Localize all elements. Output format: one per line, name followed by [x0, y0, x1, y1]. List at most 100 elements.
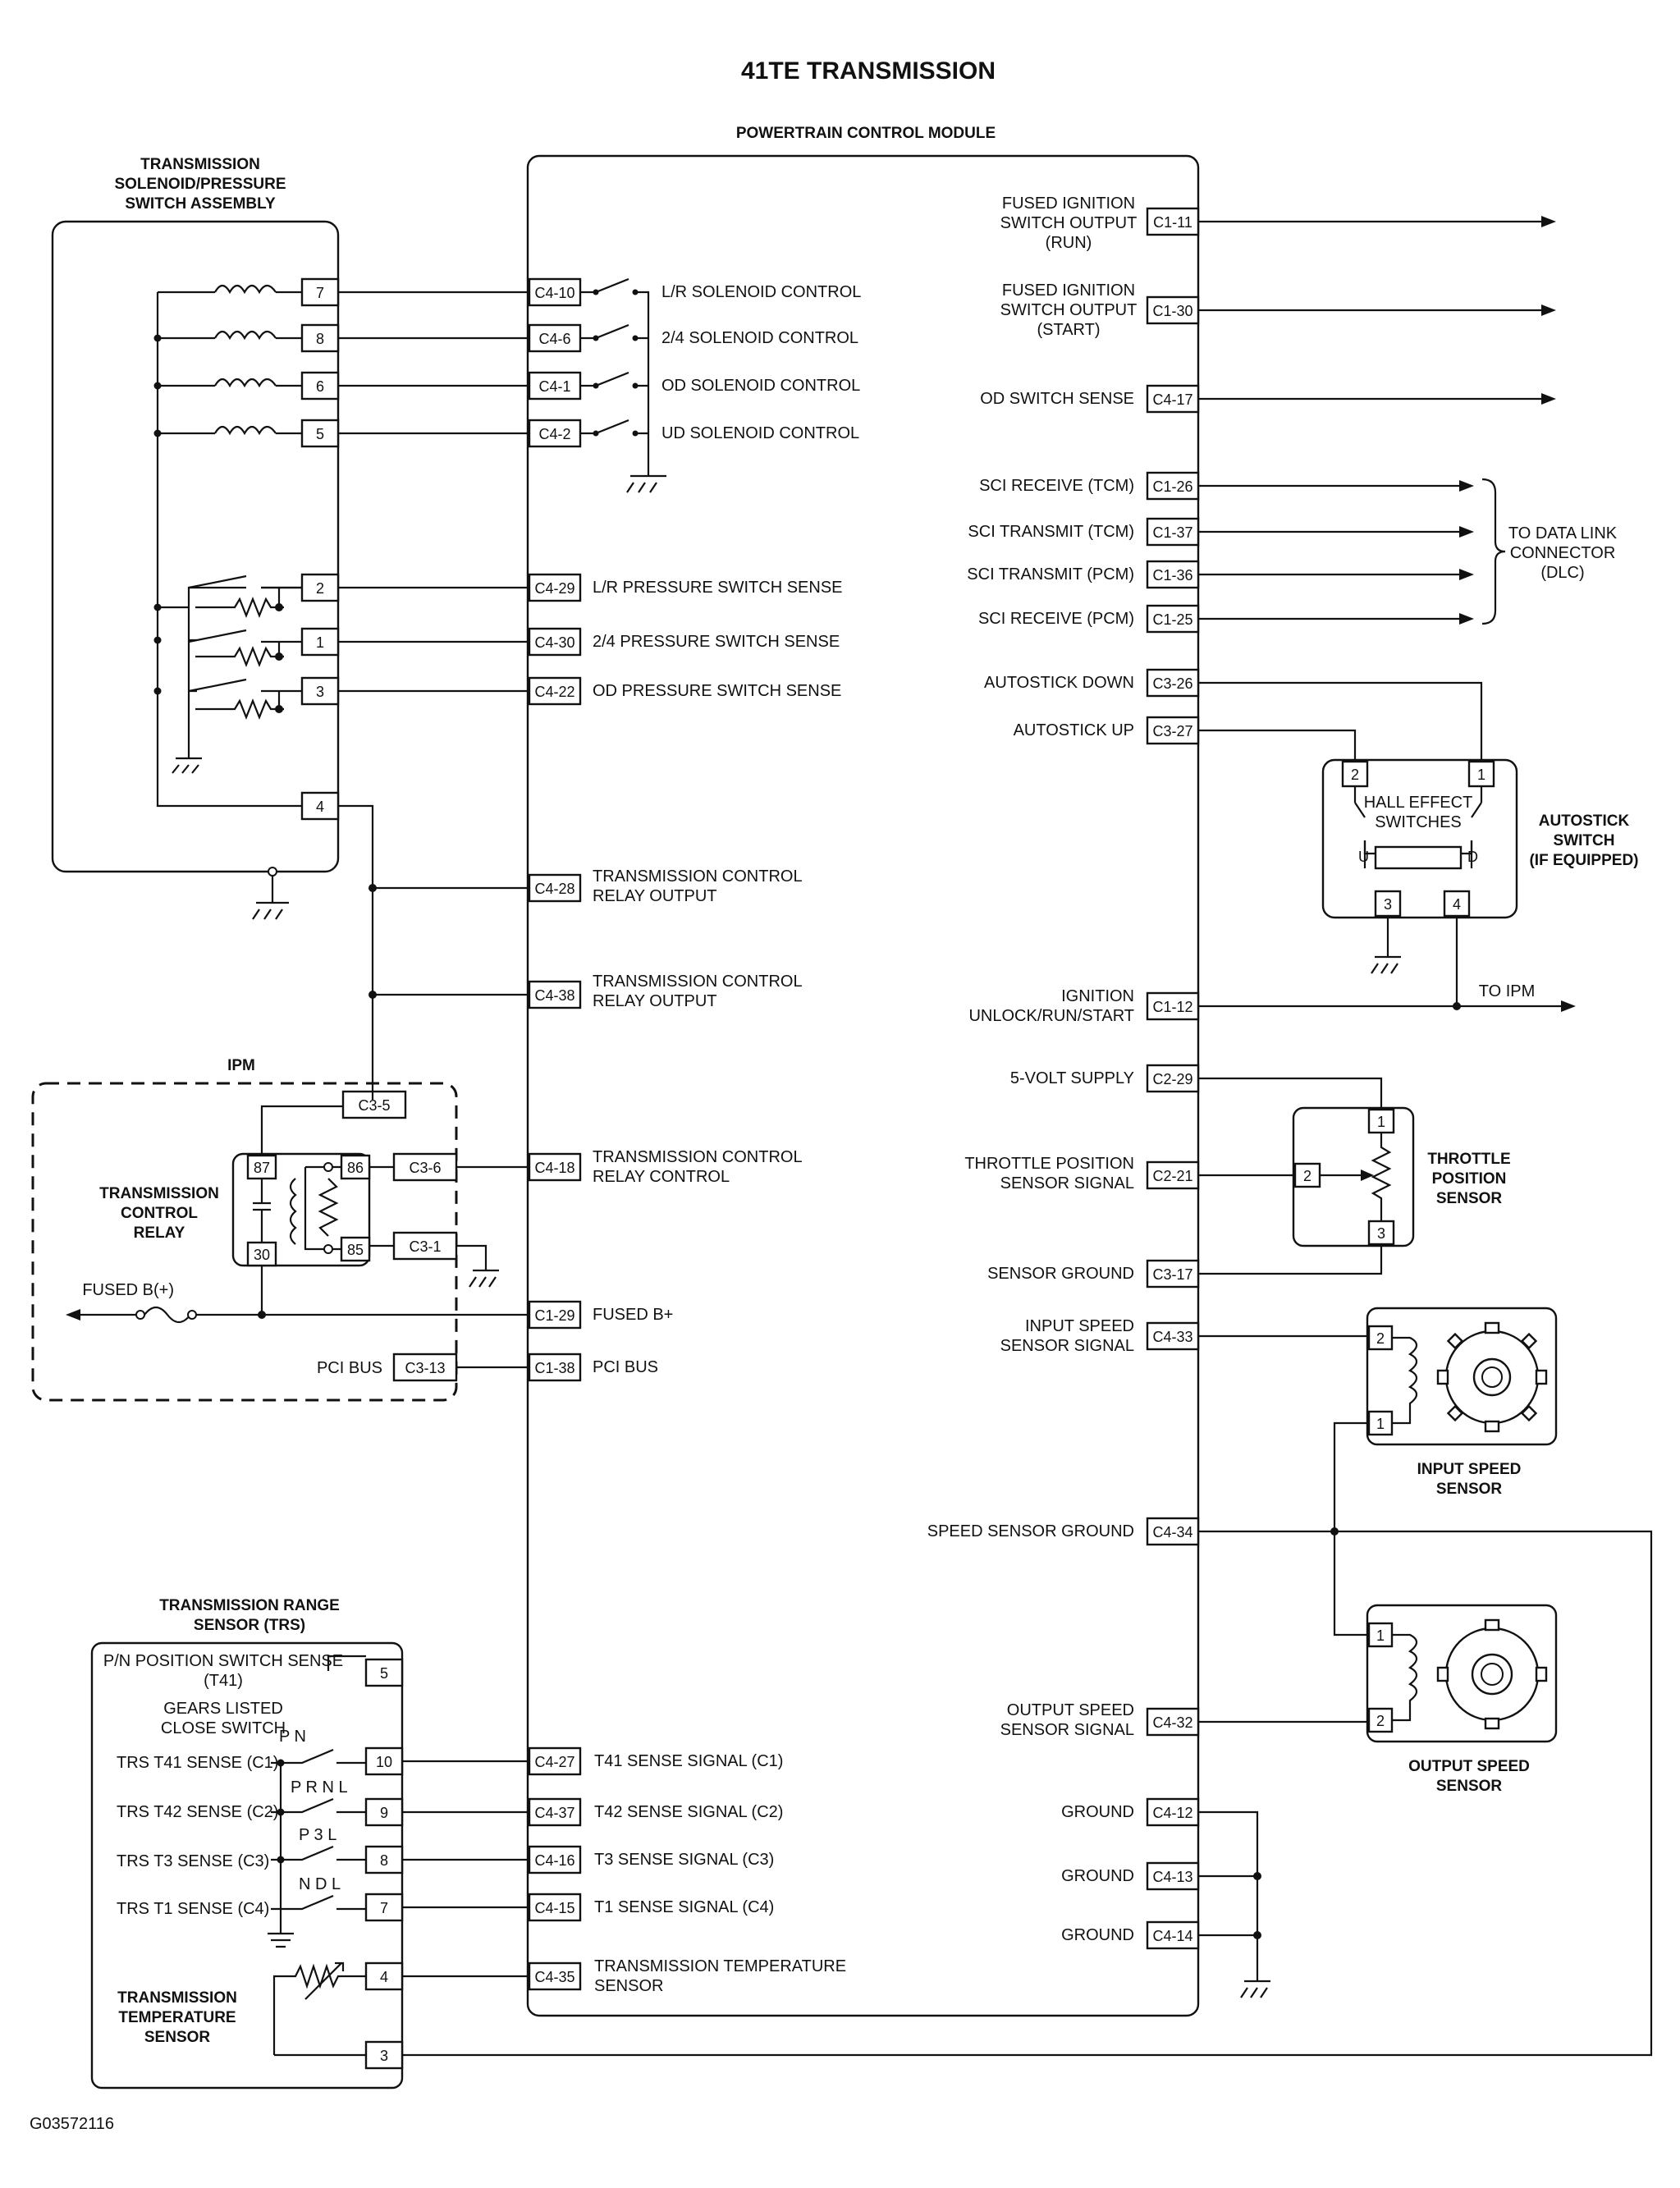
pcm-pin-label: C1-26	[1152, 478, 1192, 495]
trs-block: TRANSMISSION RANGE SENSOR (TRS) P/N POSI…	[90, 1597, 404, 2090]
pcm-pin-label: C1-11	[1153, 214, 1192, 231]
relay-label-1: TRANSMISSION	[99, 1185, 219, 1202]
pcm-pin-c1-30: C1-30 FUSED IGNITION SWITCH OUTPUT (STAR…	[1000, 282, 1200, 339]
pcm-pin-label: C2-21	[1152, 1168, 1192, 1184]
hall-effect-line-2: SWITCHES	[1375, 813, 1462, 831]
pcm-pin-label: C3-27	[1152, 723, 1192, 739]
pcm-pin-label: C4-6	[538, 331, 570, 347]
trs-pin-10	[364, 1746, 404, 1776]
ipm-label: IPM	[227, 1057, 255, 1074]
pcm-pin-desc: FUSED IGNITION	[1002, 282, 1135, 300]
pcm-pin-c4-15: C4-15 T1 SENSE SIGNAL (C4)	[528, 1893, 774, 1922]
trs-row-t3: TRS T3 SENSE (C3)	[117, 1852, 269, 1870]
pcm-pin-desc: SENSOR GROUND	[987, 1265, 1134, 1283]
pcm-pin-desc: T3 SENSE SIGNAL (C3)	[594, 1851, 774, 1869]
trs-title-1: TRANSMISSION RANGE	[159, 1597, 340, 1614]
trs-pin-9	[364, 1797, 404, 1827]
pcm-pin-label: C4-13	[1152, 1869, 1192, 1885]
solenoid-wires	[338, 291, 529, 1100]
pcm-pin-label: C4-33	[1152, 1329, 1192, 1345]
pcm-pin-label: C4-12	[1152, 1805, 1192, 1821]
relay-label-3: RELAY	[134, 1224, 185, 1242]
pcm-pin-desc: 5-VOLT SUPPLY	[1010, 1069, 1134, 1087]
pcm-pin-label: C1-25	[1152, 611, 1192, 628]
pcm-pin-desc: TRANSMISSION CONTROL	[593, 973, 803, 991]
pcm-pin-label: C4-29	[534, 580, 574, 597]
pcm-pin-label: C4-32	[1152, 1714, 1192, 1731]
pcm-pin-label: C4-38	[534, 987, 574, 1004]
autostick-box	[1321, 758, 1518, 919]
pcm-pin-desc: FUSED IGNITION	[1002, 195, 1135, 213]
tps-pin-1: 1	[1377, 1114, 1385, 1130]
sol-pin-5-label: 5	[316, 426, 324, 442]
pcm-pin-desc: AUTOSTICK UP	[1014, 721, 1134, 739]
trs-wires	[402, 1530, 1653, 2057]
pressure-switches	[153, 574, 302, 774]
sol-pin-5	[300, 419, 340, 448]
ipm-conn-c3-5-label: C3-5	[358, 1097, 390, 1114]
autostick-pin-2: 2	[1351, 767, 1359, 783]
output-arrows	[1198, 216, 1556, 625]
pcm-pin-c1-11: C1-11 FUSED IGNITION SWITCH OUTPUT (RUN)	[1000, 195, 1200, 252]
pcm-pin-c2-29: C2-295-VOLT SUPPLY	[1010, 1064, 1200, 1093]
pcm-pin-label: C4-15	[534, 1900, 574, 1916]
pcm-pin-desc-2: SENSOR	[594, 1977, 663, 1995]
sol-pin-3	[300, 676, 340, 706]
sol-pin-8-label: 8	[316, 331, 324, 347]
trs-pin-7	[364, 1893, 404, 1922]
pcm-pin-desc: PCI BUS	[593, 1358, 658, 1376]
pcm-pin-label: C4-35	[534, 1969, 574, 1985]
input-speed-pin-1: 1	[1376, 1416, 1385, 1432]
pcm-pin-label: C1-38	[534, 1360, 574, 1376]
pcm-pin-desc-2: UNLOCK/RUN/START	[968, 1007, 1134, 1025]
trs-pin-8-label: 8	[380, 1852, 388, 1869]
trs-row-t41: TRS T41 SENSE (C1)	[117, 1754, 278, 1772]
trs-pin-7-label: 7	[380, 1900, 388, 1916]
pcm-pin-desc-3: (RUN)	[1046, 234, 1092, 252]
output-speed-title-1: OUTPUT SPEED	[1408, 1758, 1530, 1775]
temp-sensor-line-1: TRANSMISSION	[117, 1989, 237, 2007]
pcm-pin-desc: IGNITION	[1061, 987, 1134, 1005]
output-speed-pin-2: 2	[1376, 1713, 1385, 1729]
ipm-block: IPM TRANSMISSION CONTROL RELAY 87 30 86 …	[31, 1057, 529, 1402]
dlc-line-1: TO DATA LINK	[1508, 524, 1618, 542]
pcm-pin-desc: TRANSMISSION CONTROL	[593, 1148, 803, 1166]
trs-pin-8	[364, 1845, 404, 1874]
autostick-pin-3: 3	[1384, 896, 1392, 913]
pcm-pin-label: C4-34	[1152, 1524, 1192, 1540]
pcm-pin-label: C4-10	[534, 285, 574, 301]
pcm-pin-label: C4-28	[534, 881, 574, 897]
trs-pin-10-label: 10	[376, 1754, 392, 1770]
relay-pin-30: 30	[254, 1247, 270, 1263]
pcm-pin-desc-2: SENSOR SIGNAL	[1000, 1337, 1134, 1355]
ipm-conn-c3-13	[392, 1353, 458, 1382]
pcm-pin-label: C4-27	[534, 1754, 574, 1770]
pcm-pin-desc: SCI RECEIVE (PCM)	[978, 610, 1134, 628]
pcm-pin-label: C4-2	[538, 426, 570, 442]
pcm-pin-desc: TRANSMISSION TEMPERATURE	[594, 1957, 846, 1975]
pcm-pin-c1-25: C1-25 SCI RECEIVE (PCM)	[978, 604, 1200, 634]
ipm-conn-c3-5	[341, 1090, 407, 1119]
ipm-conn-c3-13-label: C3-13	[405, 1360, 445, 1376]
trs-pin-4	[364, 1961, 404, 1991]
relay-pin-85: 85	[347, 1242, 364, 1258]
trs-pin-4-label: 4	[380, 1969, 388, 1985]
pcm-pin-desc-2: RELAY OUTPUT	[593, 887, 717, 905]
pcm-pin-desc: T1 SENSE SIGNAL (C4)	[594, 1898, 774, 1916]
